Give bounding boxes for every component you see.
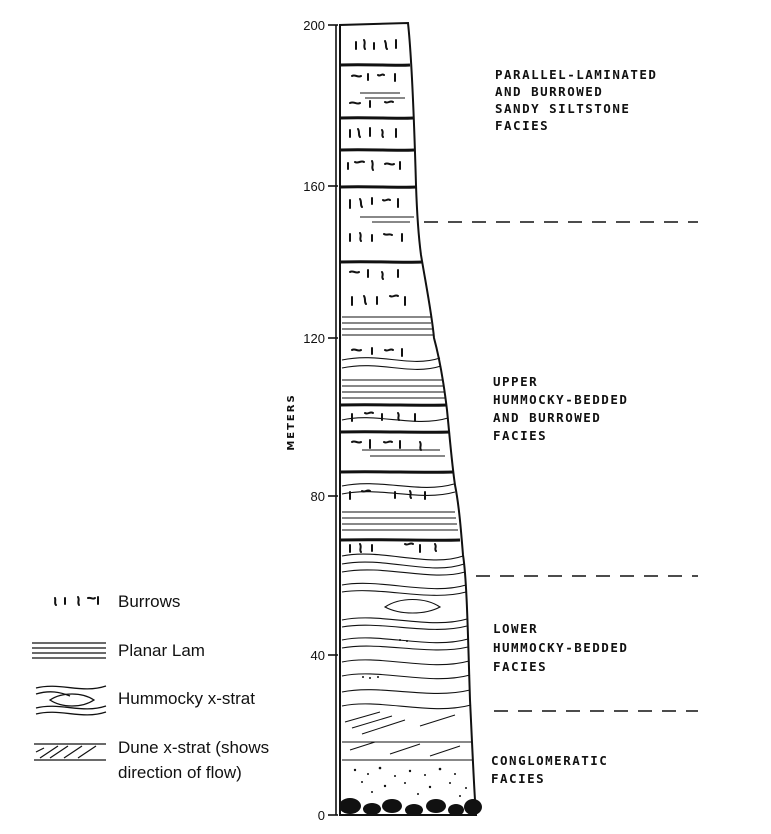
hummocky-lamina: [341, 357, 441, 362]
facies-upper-line-3: AND BURROWED: [493, 410, 601, 425]
dune-cross-strat: [342, 711, 473, 761]
burrow-cluster: [349, 232, 403, 242]
hummocky-lamina: [341, 561, 465, 569]
hummocky-lamina: [341, 491, 456, 496]
legend-burrows-icon: [54, 596, 99, 606]
bed-boundary: [339, 63, 411, 67]
bed-boundary: [339, 148, 415, 152]
legend-dune-icon: [34, 743, 106, 761]
planar-lam-set: [342, 316, 433, 336]
planar-lam-set: [360, 216, 414, 223]
hummocky-lamina: [341, 624, 468, 630]
facies-lower-line-2: HUMMOCKY-BEDDED: [493, 640, 628, 655]
facies-upper-line-4: FACIES: [493, 428, 547, 443]
legend-hummocky-icon: [35, 685, 107, 716]
hummocky-lamina: [341, 645, 469, 651]
burrow-cluster: [351, 294, 406, 306]
tick-label-120: 120: [303, 331, 325, 346]
hummocky-beds: [341, 357, 472, 710]
legend-hummocky-label: Hummocky x-strat: [118, 689, 255, 708]
burrow-marks: [347, 39, 437, 553]
hummocky-lamina: [341, 553, 464, 561]
burrow-cluster: [351, 439, 422, 451]
dune-foresets: [349, 741, 461, 757]
legend-dune-label-line-2: direction of flow): [118, 763, 242, 782]
tick-label-40: 40: [311, 648, 325, 663]
facies-boundaries: [424, 221, 698, 712]
hummocky-lamina: [341, 365, 442, 370]
facies-upper-line-2: HUMMOCKY-BEDDED: [493, 392, 628, 407]
bed-boundary: [339, 470, 454, 474]
facies-conglomeratic-line-2: FACIES: [491, 771, 545, 786]
bed-boundaries: [339, 63, 461, 542]
burrow-cluster: [349, 100, 394, 108]
burrow-cluster: [347, 160, 401, 171]
planar-lam-set: [360, 92, 405, 99]
burrow-cluster: [349, 542, 437, 553]
meters-axis: 0 40 80 120 160 200 METERS: [286, 18, 338, 823]
bed-boundary: [339, 185, 417, 189]
dune-set-boundary: [342, 741, 473, 761]
legend-dune-label-line-1: Dune x-strat (shows: [118, 738, 269, 757]
tick-label-0: 0: [318, 808, 325, 823]
tick-label-200: 200: [303, 18, 325, 33]
legend-planar-lam-icon: [32, 642, 106, 659]
tick-label-80: 80: [311, 489, 325, 504]
hummocky-lamina: [341, 637, 469, 644]
pebbly-speckles: [353, 639, 467, 797]
hummocky-lamina: [341, 659, 470, 666]
hummocky-lamina: [341, 569, 466, 576]
legend: Burrows Planar Lam Hummocky x-strat Dune…: [32, 592, 269, 782]
basal-conglomerate: [339, 798, 482, 816]
burrow-cluster: [351, 411, 416, 422]
planar-lam-set: [342, 379, 445, 399]
stratigraphic-column: [339, 21, 482, 816]
burrow-cluster: [351, 73, 396, 82]
burrow-cluster: [349, 127, 397, 138]
axis-title: METERS: [286, 393, 297, 450]
column-outline: [339, 21, 478, 816]
hummocky-lamina: [341, 582, 467, 590]
bed-boundary: [339, 538, 461, 542]
bed-boundary: [339, 116, 414, 120]
legend-burrows-label: Burrows: [118, 592, 180, 611]
planar-lam-set: [362, 449, 445, 457]
hummocky-lamina: [341, 590, 467, 596]
facies-parallel-line-1: PARALLEL-LAMINATED: [495, 67, 657, 82]
burrow-cluster: [351, 347, 403, 357]
hummocky-lamina: [341, 673, 471, 680]
facies-parallel-line-4: FACIES: [495, 118, 549, 133]
facies-upper-line-1: UPPER: [493, 374, 538, 389]
dune-foresets: [344, 711, 456, 735]
hummocky-lamina: [341, 689, 471, 694]
facies-labels: PARALLEL-LAMINATED AND BURROWED SANDY SI…: [491, 67, 657, 786]
facies-parallel-line-3: SANDY SILTSTONE: [495, 101, 630, 116]
burrow-cluster: [349, 197, 399, 209]
facies-lower-line-1: LOWER: [493, 621, 538, 636]
facies-conglomeratic-line-1: CONGLOMERATIC: [491, 753, 608, 768]
bed-boundary: [339, 260, 423, 264]
hummocky-lamina: [341, 617, 468, 624]
burrow-cluster: [355, 39, 397, 50]
hummocky-lamina: [341, 483, 455, 488]
bed-boundary: [339, 403, 448, 407]
planar-lamination-beds: [342, 92, 458, 531]
planar-lam-set: [342, 511, 458, 531]
facies-lower-line-3: FACIES: [493, 659, 547, 674]
facies-parallel-line-2: AND BURROWED: [495, 84, 603, 99]
hummocky-lens: [383, 598, 442, 614]
legend-planar-lam-label: Planar Lam: [118, 641, 205, 660]
hummocky-lamina: [341, 703, 472, 710]
burrow-cluster: [349, 269, 399, 280]
bed-boundary: [339, 430, 451, 434]
tick-label-160: 160: [303, 179, 325, 194]
burrow-cluster: [349, 489, 426, 500]
